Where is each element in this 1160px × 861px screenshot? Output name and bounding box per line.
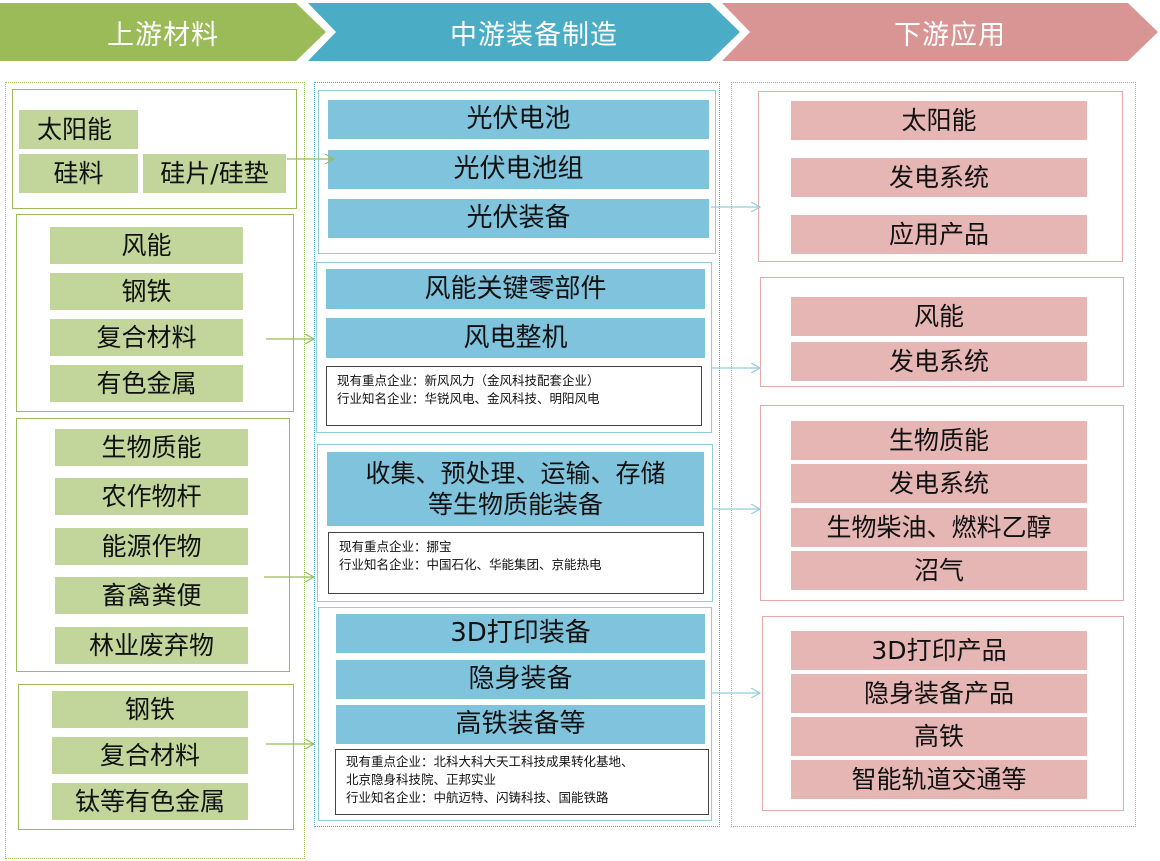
- midstream-item-line: 收集、预处理、运输、存储: [365, 458, 666, 488]
- downstream-item: 生物质能: [791, 421, 1087, 460]
- midstream-item: 高铁装备等: [336, 705, 705, 744]
- downstream-item: 沼气: [791, 551, 1087, 590]
- downstream-item: 发电系统: [791, 464, 1087, 503]
- downstream-item: 3D打印产品: [791, 631, 1087, 670]
- upstream-item: 复合材料: [50, 319, 243, 356]
- downstream-item: 应用产品: [791, 215, 1087, 254]
- company-note: 现有重点企业：新风风力（金风科技配套企业） 行业知名企业：华锐风电、金风科技、明…: [326, 366, 702, 426]
- downstream-column: [731, 82, 1136, 827]
- midstream-item: 风能关键零部件: [326, 269, 705, 309]
- header-downstream: 下游应用: [722, 3, 1158, 61]
- midstream-item: 光伏装备: [328, 199, 709, 238]
- upstream-item: 硅料: [19, 154, 138, 193]
- upstream-item: 复合材料: [52, 737, 248, 774]
- company-note: 现有重点企业：北科大科大天工科技成果转化基地、 北京隐身科技院、正邦实业 行业知…: [335, 749, 709, 815]
- upstream-item: 钛等有色金属: [52, 783, 248, 820]
- midstream-item-line: 等生物质能装备: [427, 490, 603, 519]
- downstream-item: 发电系统: [791, 342, 1087, 381]
- downstream-item: 风能: [791, 297, 1087, 336]
- upstream-item: 钢铁: [50, 273, 243, 310]
- upstream-item: 农作物杆: [55, 478, 248, 515]
- midstream-item: 光伏电池: [328, 100, 709, 139]
- downstream-item: 发电系统: [791, 158, 1087, 197]
- downstream-item: 生物柴油、燃料乙醇: [791, 508, 1087, 547]
- upstream-item: 畜禽粪便: [55, 577, 248, 614]
- header-midstream: 中游装备制造: [308, 3, 740, 61]
- note-line: 行业知名企业：华锐风电、金风科技、明阳风电: [337, 391, 600, 406]
- upstream-item: 太阳能: [19, 110, 138, 149]
- midstream-column: [314, 82, 720, 827]
- midstream-item: 隐身装备: [336, 660, 705, 699]
- midstream-item: 3D打印装备: [336, 614, 705, 653]
- upstream-item: 能源作物: [55, 528, 248, 565]
- note-line: 行业知名企业：中国石化、华能集团、京能热电: [339, 557, 602, 572]
- downstream-item: 隐身装备产品: [791, 674, 1087, 713]
- midstream-item: 风电整机: [326, 318, 705, 358]
- note-line: 现有重点企业：挪宝: [339, 539, 452, 554]
- upstream-item: 硅片/硅垫: [143, 154, 286, 193]
- header-upstream: 上游材料: [0, 3, 326, 61]
- note-line: 现有重点企业：北科大科大天工科技成果转化基地、: [346, 754, 634, 769]
- upstream-column: [5, 82, 305, 859]
- note-line: 现有重点企业：新风风力（金风科技配套企业）: [337, 373, 600, 388]
- upstream-item: 钢铁: [52, 691, 248, 728]
- company-note: 现有重点企业：挪宝 行业知名企业：中国石化、华能集团、京能热电: [328, 532, 704, 594]
- downstream-item: 高铁: [791, 717, 1087, 756]
- note-line: 行业知名企业：中航迈特、闪铸科技、国能铁路: [346, 790, 609, 805]
- upstream-item: 有色金属: [50, 365, 243, 402]
- midstream-item: 收集、预处理、运输、存储 等生物质能装备: [327, 452, 704, 526]
- upstream-item: 风能: [50, 227, 243, 264]
- downstream-item: 太阳能: [791, 101, 1087, 140]
- upstream-item: 林业废弃物: [55, 627, 248, 664]
- midstream-item: 光伏电池组: [328, 150, 709, 189]
- note-line: 北京隐身科技院、正邦实业: [346, 772, 497, 787]
- upstream-item: 生物质能: [55, 429, 248, 466]
- downstream-item: 智能轨道交通等: [791, 760, 1087, 799]
